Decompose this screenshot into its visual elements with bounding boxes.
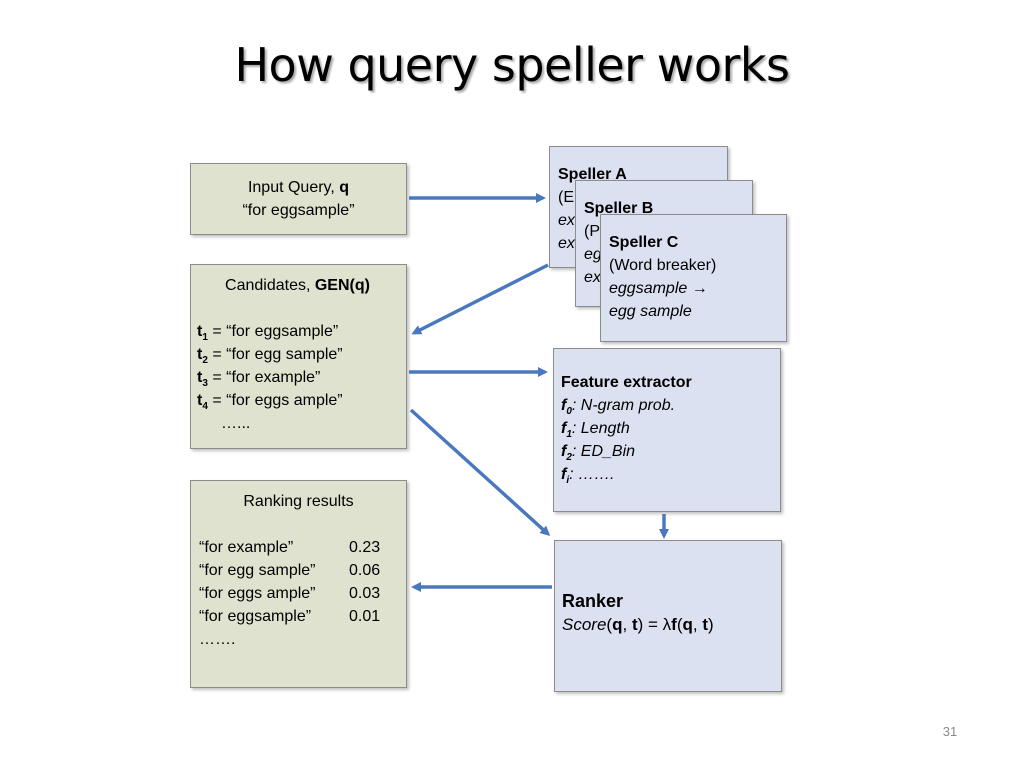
feature-extractor-title: Feature extractor <box>561 374 692 391</box>
candidates-box: Candidates, GEN(q) t1 = “for eggsample” … <box>190 264 407 449</box>
speller-a-title: Speller A <box>558 166 627 183</box>
ranking-heading: Ranking results <box>243 493 354 510</box>
ranker-title: Ranker <box>562 591 624 611</box>
candidates-ellipsis: …... <box>221 415 251 432</box>
feature-item: fi: ……. <box>561 466 615 487</box>
candidate-item: t2 = “for egg sample” <box>197 346 343 367</box>
ranking-row: “for eggs ample”0.03 <box>199 585 381 602</box>
input-query-label: Input Query, q <box>247 179 350 196</box>
speller-b-title: Speller B <box>584 200 654 217</box>
candidate-item: t3 = “for example” <box>197 369 321 390</box>
ranker-box: Ranker Score(q, t) = λf(q, t) <box>554 540 782 692</box>
right-arrow-icon: → <box>691 280 708 297</box>
ranking-row: “for eggsample”0.01 <box>199 608 381 625</box>
input-query-value: “for eggsample” <box>242 202 355 219</box>
feature-item: f0: N-gram prob. <box>561 397 676 418</box>
candidate-item: t4 = “for eggs ample” <box>197 392 343 413</box>
ranking-results-box: Ranking results “for example”0.23 “for e… <box>190 480 407 688</box>
page-number: 31 <box>942 724 958 739</box>
speller-c-box: Speller C (Word breaker) eggsample → egg… <box>600 214 787 342</box>
ranking-row: “for example”0.23 <box>199 539 381 556</box>
arrow-spellers-to-candidates <box>411 263 549 335</box>
slide-title: How query speller works <box>234 38 790 92</box>
ranking-row: “for egg sample”0.06 <box>199 562 381 579</box>
score-formula: Score(q, t) = λf(q, t) <box>562 615 714 634</box>
input-query-box: Input Query, q “for eggsample” <box>190 163 407 235</box>
speller-c-title: Speller C <box>609 234 679 251</box>
feature-item: f1: Length <box>561 420 630 441</box>
arrow-candidates-to-ranker <box>409 408 551 537</box>
candidates-heading: Candidates, GEN(q) <box>225 277 370 294</box>
feature-extractor-box: Feature extractor f0: N-gram prob. f1: L… <box>553 348 781 512</box>
candidate-item: t1 = “for eggsample” <box>197 323 339 344</box>
feature-item: f2: ED_Bin <box>561 443 636 464</box>
speller-c-subtitle: (Word breaker) <box>609 257 717 274</box>
ranking-ellipsis: ……. <box>199 631 236 648</box>
